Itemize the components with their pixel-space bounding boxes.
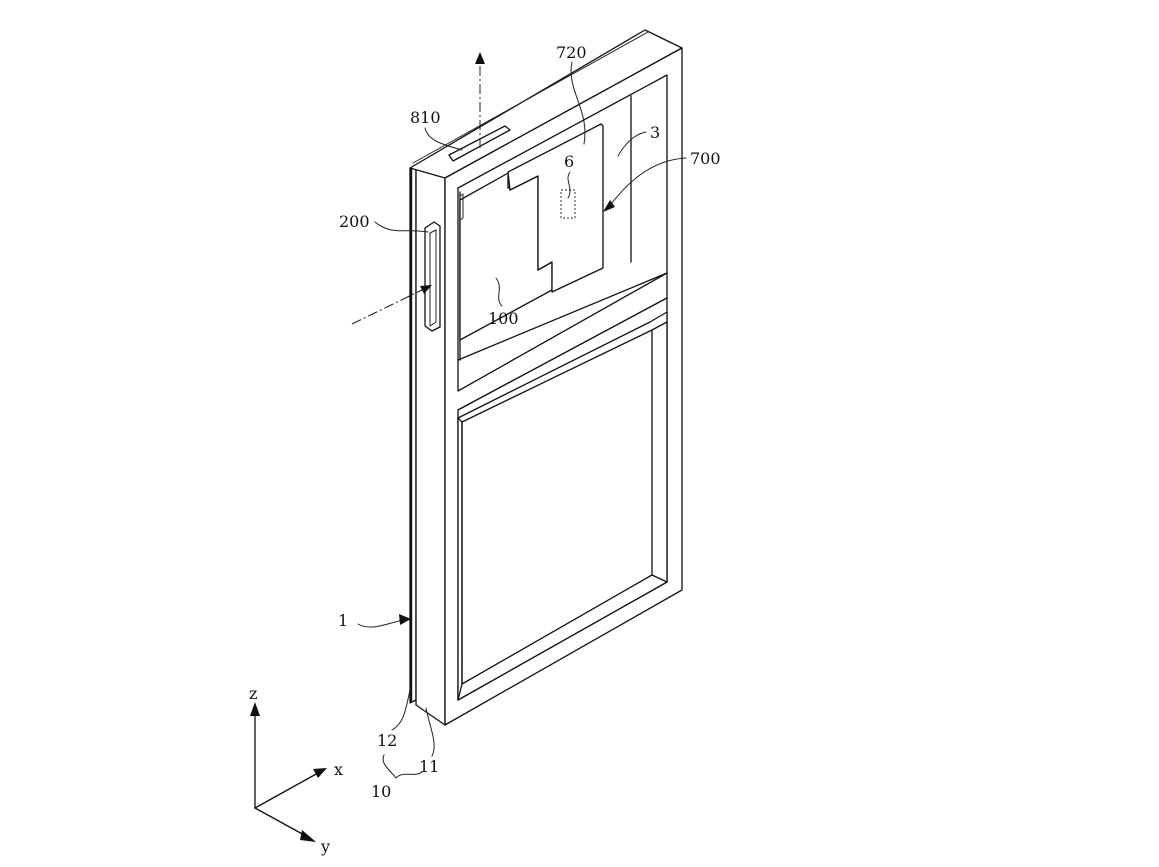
x-axis-line xyxy=(254,772,319,809)
battery-left-wall xyxy=(457,417,463,701)
leader-12 xyxy=(391,689,411,731)
label-6: 6 xyxy=(564,152,574,171)
board-720 xyxy=(507,123,604,293)
label-10: 10 xyxy=(371,782,391,801)
battery-edge xyxy=(651,321,668,331)
arrow-700 xyxy=(603,200,615,212)
leader-810 xyxy=(424,127,463,151)
label-100: 100 xyxy=(488,309,519,328)
side-button-200 xyxy=(424,221,441,332)
leader-11 xyxy=(425,707,435,757)
brace-10 xyxy=(382,754,423,779)
label-11: 11 xyxy=(419,757,439,776)
z-axis-arrow xyxy=(250,702,260,716)
label-720: 720 xyxy=(556,43,587,62)
component-6 xyxy=(560,189,576,219)
label-12: 12 xyxy=(377,731,397,750)
device-housing xyxy=(409,29,683,726)
y-axis-line xyxy=(254,807,307,837)
leader-100 xyxy=(495,277,503,307)
arrow-1 xyxy=(399,614,411,625)
y-axis-arrow xyxy=(300,830,316,842)
lateral-axis-line xyxy=(351,287,427,325)
leader-1 xyxy=(357,619,405,628)
reference-labels: 720 810 6 3 700 200 100 1 12 11 10 z x y xyxy=(249,43,721,856)
leader-lines xyxy=(357,61,687,779)
label-810: 810 xyxy=(410,108,441,127)
axis-label-x: x xyxy=(334,760,343,779)
leader-6 xyxy=(567,171,571,199)
side-button-inner xyxy=(429,229,437,327)
label-700: 700 xyxy=(690,149,721,168)
leader-200 xyxy=(374,221,429,233)
battery-bottom-edge xyxy=(651,574,668,583)
vertical-axis-arrow xyxy=(475,52,485,64)
circuit-boards xyxy=(459,123,604,341)
x-axis-arrow xyxy=(313,768,327,778)
axis-label-z: z xyxy=(249,684,257,703)
label-1: 1 xyxy=(338,611,348,630)
top-layer-line xyxy=(412,31,649,164)
center-axes xyxy=(351,52,485,325)
label-3: 3 xyxy=(650,123,660,142)
label-200: 200 xyxy=(339,212,370,231)
axis-label-y: y xyxy=(320,837,330,856)
side-button-outer xyxy=(424,221,441,332)
leader-720 xyxy=(570,61,586,145)
leader-700 xyxy=(607,157,687,209)
coordinate-axes xyxy=(250,702,327,842)
lateral-axis-arrow xyxy=(420,285,432,294)
leader-3 xyxy=(617,131,647,157)
connector-tab xyxy=(459,193,464,221)
